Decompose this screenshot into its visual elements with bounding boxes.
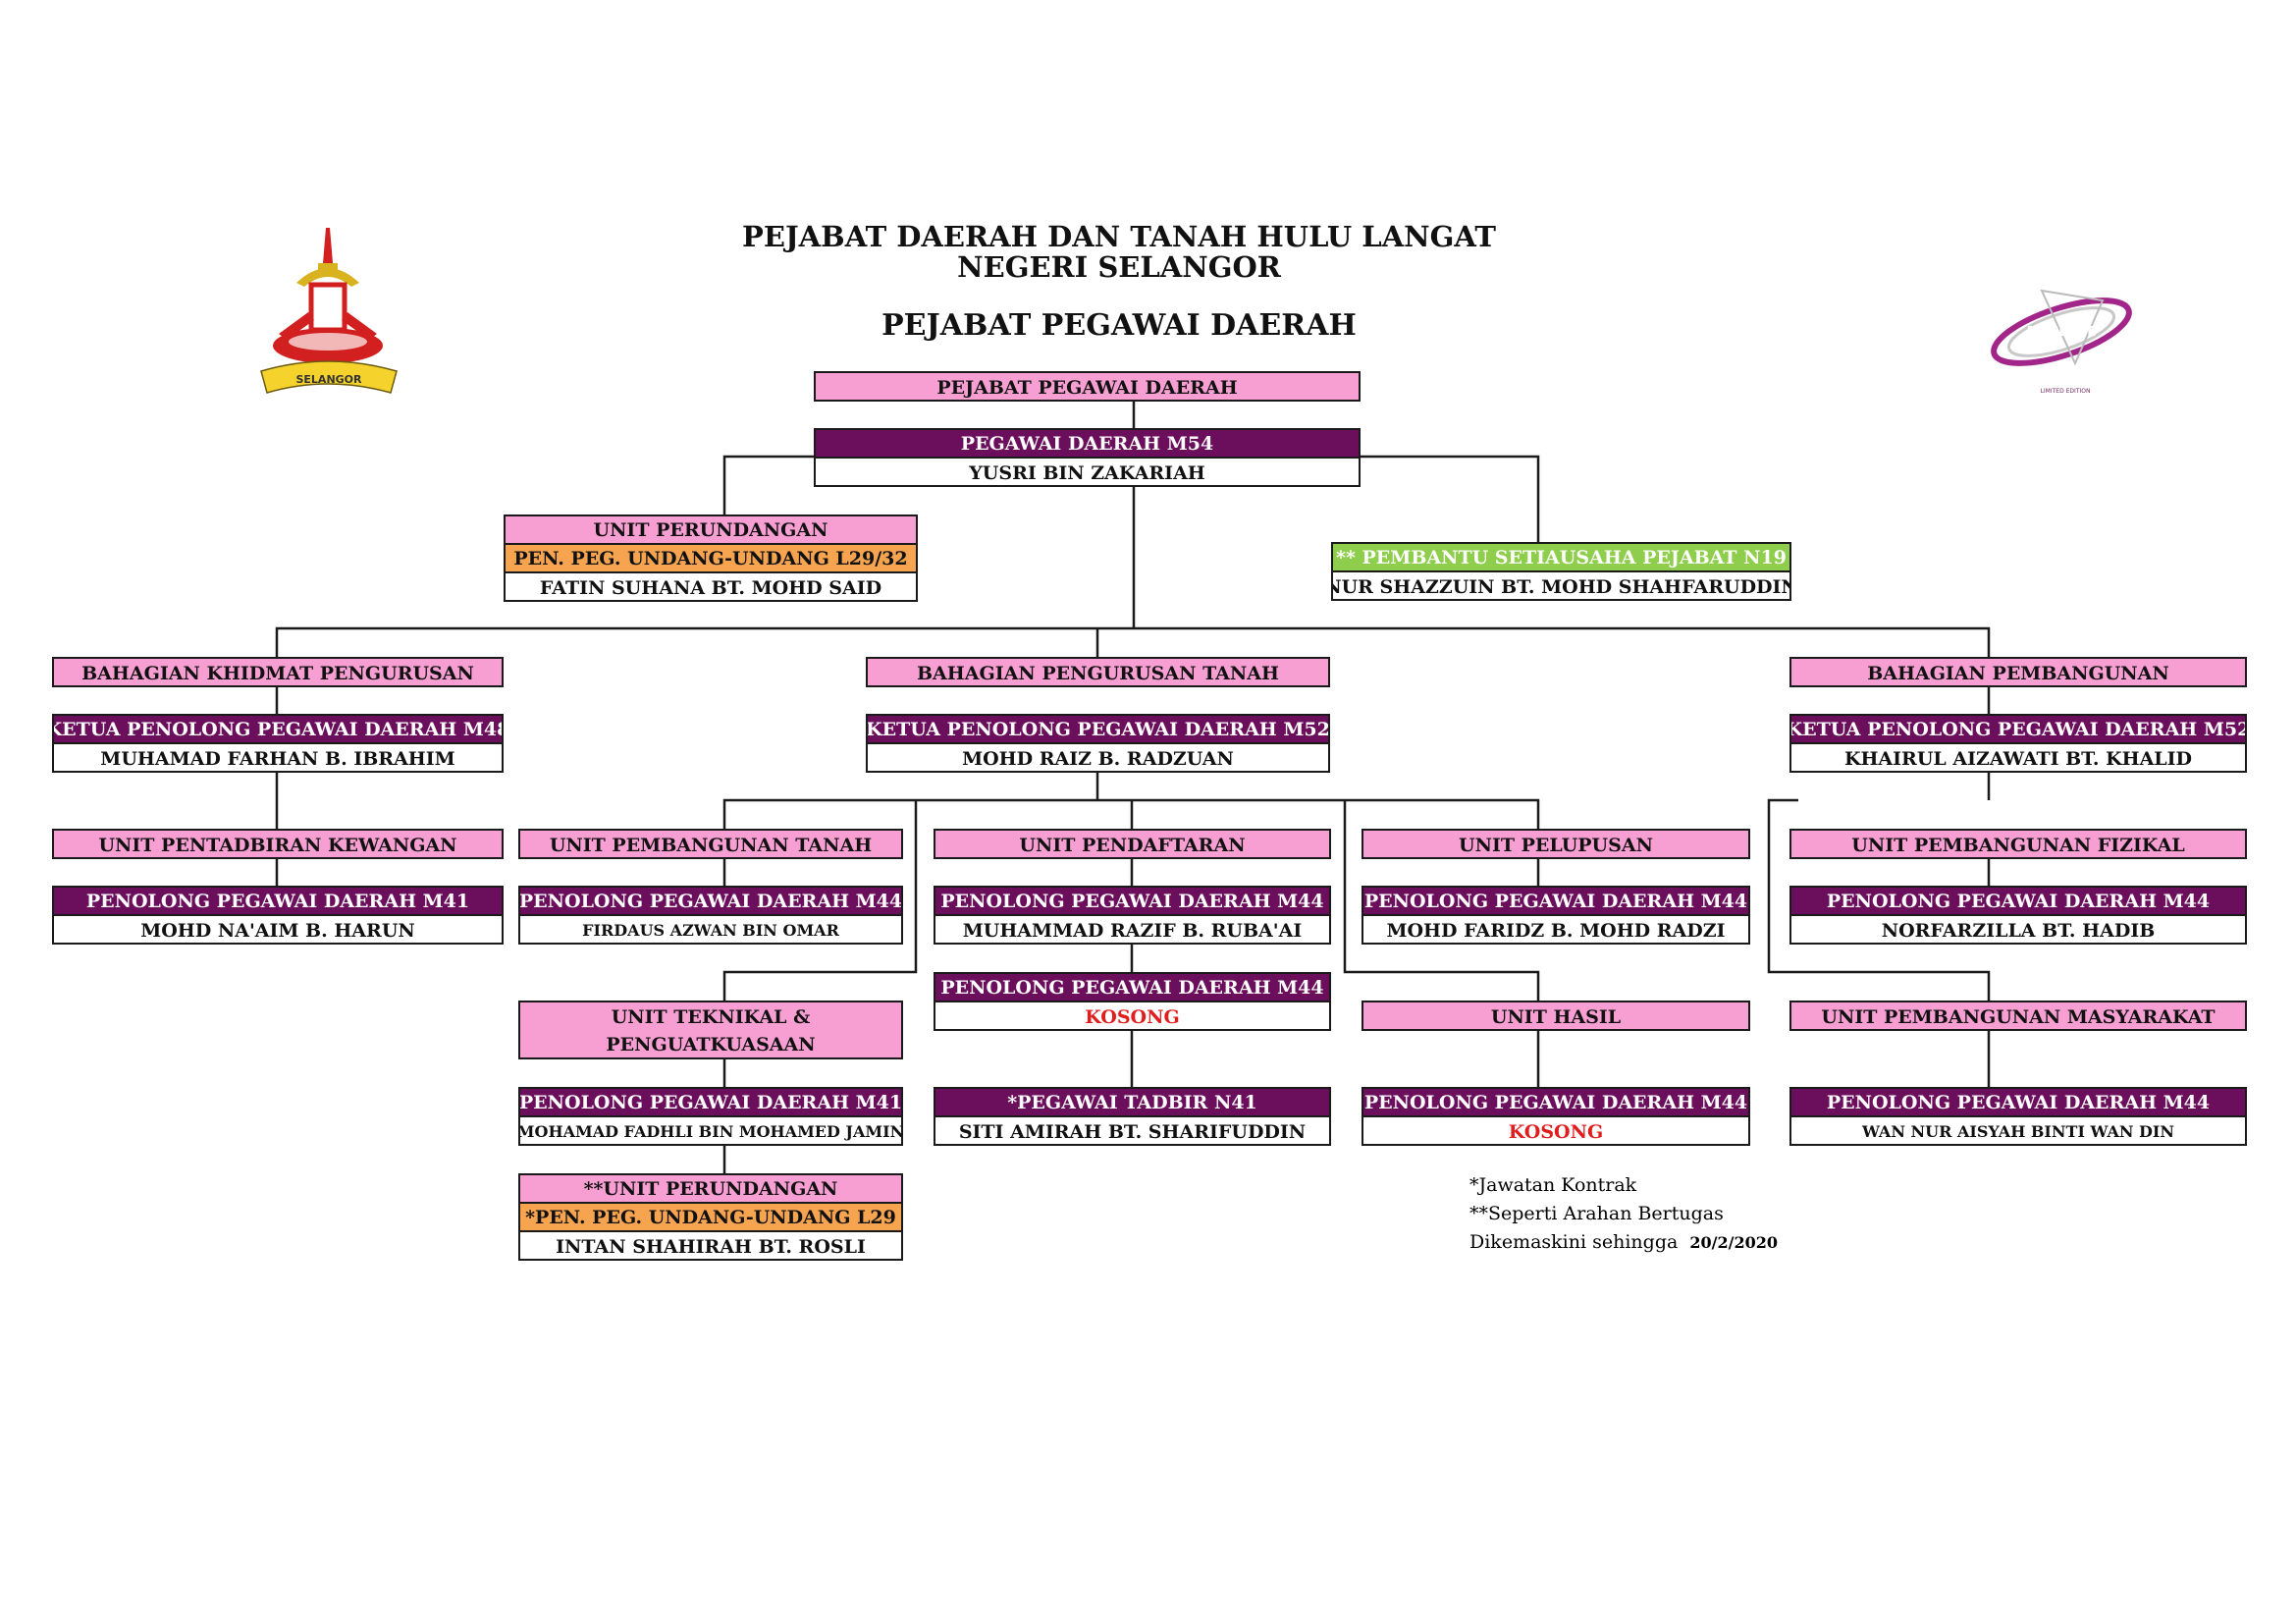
community-development-unit-head-name: WAN NUR AISYAH BINTI WAN DIN [1791,1117,2245,1144]
registration-vacant-name: KOSONG [935,1002,1329,1029]
finance-unit-head-title: PENOLONG PEGAWAI DAERAH M41 [54,888,502,916]
disposal-unit-head-name: MOHD FARIDZ B. MOHD RADZI [1363,916,1748,943]
technical-enforcement-unit-box: UNIT TEKNIKAL & PENGUATKUASAAN [518,1001,903,1059]
land-development-unit-box: UNIT PEMBANGUNAN TANAH [518,829,903,859]
disposal-unit-head-title: PENOLONG PEGAWAI DAERAH M44 [1363,888,1748,916]
section-title: PEJABAT PEGAWAI DAERAH [881,308,1357,343]
land-development-unit-head-title: PENOLONG PEGAWAI DAERAH M44 [520,888,901,916]
development-division-head-box: KETUA PENOLONG PEGAWAI DAERAH M52 KHAIRU… [1789,714,2247,773]
community-development-unit-head-box: PENOLONG PEGAWAI DAERAH M44 WAN NUR AISY… [1789,1087,2247,1146]
legal-unit-2-box: **UNIT PERUNDANGAN *PEN. PEG. UNDANG-UND… [518,1173,903,1261]
office-secretary-name: NUR SHAZZUIN BT. MOHD SHAHFARUDDIN [1333,572,1789,599]
revenue-unit-head-title: PENOLONG PEGAWAI DAERAH M44 [1363,1089,1748,1117]
note-updated-date: 20/2/2020 [1689,1233,1778,1252]
finance-unit-label: UNIT PENTADBIRAN KEWANGAN [54,831,502,857]
selangor-logo-text: SELANGOR [295,373,362,386]
finance-unit-head-name: MOHD NA'AIM B. HARUN [54,916,502,943]
district-office-box: PEJABAT PEGAWAI DAERAH [814,371,1361,402]
registration-unit-label: UNIT PENDAFTARAN [935,831,1329,857]
management-division-head-title: KETUA PENOLONG PEGAWAI DAERAH M48 [54,716,502,744]
development-division-label: BAHAGIAN PEMBANGUNAN [1791,659,2245,685]
management-division-box: BAHAGIAN KHIDMAT PENGURUSAN [52,657,504,687]
revenue-unit-head-name: KOSONG [1363,1117,1748,1144]
technical-enforcement-unit-head-name: MOHAMAD FADHLI BIN MOHAMED JAMIN [520,1117,901,1144]
community-development-unit-box: UNIT PEMBANGUNAN MASYARAKAT [1789,1001,2247,1031]
district-officer-name: YUSRI BIN ZAKARIAH [816,459,1359,485]
legal-unit-box: UNIT PERUNDANGAN PEN. PEG. UNDANG-UNDANG… [504,514,918,602]
physical-development-unit-head-title: PENOLONG PEGAWAI DAERAH M44 [1791,888,2245,916]
chart-notes: *Jawatan Kontrak **Seperti Arahan Bertug… [1469,1171,1778,1257]
disposal-unit-label: UNIT PELUPUSAN [1363,831,1748,857]
revenue-unit-head-box: PENOLONG PEGAWAI DAERAH M44 KOSONG [1362,1087,1750,1146]
selangor-crest-logo: SELANGOR [257,224,404,401]
registration-unit-head-name: MUHAMMAD RAZIF B. RUBA'AI [935,916,1329,943]
development-division-box: BAHAGIAN PEMBANGUNAN [1789,657,2247,687]
technical-enforcement-unit-label: UNIT TEKNIKAL & PENGUATKUASAAN [520,1002,901,1057]
land-division-head-title: KETUA PENOLONG PEGAWAI DAERAH M52 [868,716,1328,744]
demesne-logo-subtext: LIMITED EDITION [2041,388,2091,395]
demesne-logo-text: DEMESNE [2027,325,2097,340]
revenue-unit-box: UNIT HASIL [1362,1001,1750,1031]
land-division-box: BAHAGIAN PENGURUSAN TANAH [866,657,1330,687]
registration-unit-head-box: PENOLONG PEGAWAI DAERAH M44 MUHAMMAD RAZ… [934,886,1331,945]
page-title: PEJABAT DAERAH DAN TANAH HULU LANGAT [742,220,1496,253]
physical-development-unit-label: UNIT PEMBANGUNAN FIZIKAL [1791,831,2245,857]
legal-unit-title: PEN. PEG. UNDANG-UNDANG L29/32 [506,545,916,573]
technical-enforcement-unit-head-title: PENOLONG PEGAWAI DAERAH M41 [520,1089,901,1117]
demesne-logo: DEMESNE LIMITED EDITION [1983,281,2140,399]
land-development-unit-head-box: PENOLONG PEGAWAI DAERAH M44 FIRDAUS AZWA… [518,886,903,945]
finance-unit-head-box: PENOLONG PEGAWAI DAERAH M41 MOHD NA'AIM … [52,886,504,945]
note-contract: *Jawatan Kontrak [1469,1174,1637,1196]
office-secretary-title: ** PEMBANTU SETIAUSAHA PEJABAT N19 [1333,544,1789,572]
district-officer-title: PEGAWAI DAERAH M54 [816,430,1359,459]
community-development-unit-head-title: PENOLONG PEGAWAI DAERAH M44 [1791,1089,2245,1117]
note-directive: **Seperti Arahan Bertugas [1469,1203,1724,1224]
technical-enforcement-unit-head-box: PENOLONG PEGAWAI DAERAH M41 MOHAMAD FADH… [518,1087,903,1146]
note-updated: Dikemaskini sehingga 20/2/2020 [1469,1228,1778,1257]
disposal-unit-head-box: PENOLONG PEGAWAI DAERAH M44 MOHD FARIDZ … [1362,886,1750,945]
page-subtitle: NEGERI SELANGOR [957,250,1281,284]
legal-unit-name: FATIN SUHANA BT. MOHD SAID [506,573,916,600]
physical-development-unit-head-name: NORFARZILLA BT. HADIB [1791,916,2245,943]
legal-unit-2-label: **UNIT PERUNDANGAN [520,1175,901,1204]
land-division-head-box: KETUA PENOLONG PEGAWAI DAERAH M52 MOHD R… [866,714,1330,773]
management-division-head-name: MUHAMAD FARHAN B. IBRAHIM [54,744,502,771]
management-division-label: BAHAGIAN KHIDMAT PENGURUSAN [54,659,502,685]
district-office-label: PEJABAT PEGAWAI DAERAH [816,373,1359,400]
registration-vacant-box: PENOLONG PEGAWAI DAERAH M44 KOSONG [934,972,1331,1031]
land-development-unit-head-name: FIRDAUS AZWAN BIN OMAR [520,916,901,943]
community-development-unit-label: UNIT PEMBANGUNAN MASYARAKAT [1791,1002,2245,1029]
management-division-head-box: KETUA PENOLONG PEGAWAI DAERAH M48 MUHAMA… [52,714,504,773]
land-division-label: BAHAGIAN PENGURUSAN TANAH [868,659,1328,685]
disposal-unit-box: UNIT PELUPUSAN [1362,829,1750,859]
legal-unit-label: UNIT PERUNDANGAN [506,516,916,545]
admin-officer-name: SITI AMIRAH BT. SHARIFUDDIN [935,1117,1329,1144]
physical-development-unit-head-box: PENOLONG PEGAWAI DAERAH M44 NORFARZILLA … [1789,886,2247,945]
revenue-unit-label: UNIT HASIL [1363,1002,1748,1029]
admin-officer-title: *PEGAWAI TADBIR N41 [935,1089,1329,1117]
registration-vacant-title: PENOLONG PEGAWAI DAERAH M44 [935,974,1329,1002]
registration-unit-box: UNIT PENDAFTARAN [934,829,1331,859]
land-division-head-name: MOHD RAIZ B. RADZUAN [868,744,1328,771]
office-secretary-box: ** PEMBANTU SETIAUSAHA PEJABAT N19 NUR S… [1331,542,1791,601]
land-development-unit-label: UNIT PEMBANGUNAN TANAH [520,831,901,857]
note-updated-label: Dikemaskini sehingga [1469,1231,1679,1253]
finance-unit-box: UNIT PENTADBIRAN KEWANGAN [52,829,504,859]
physical-development-unit-box: UNIT PEMBANGUNAN FIZIKAL [1789,829,2247,859]
district-officer-box: PEGAWAI DAERAH M54 YUSRI BIN ZAKARIAH [814,428,1361,487]
development-division-head-title: KETUA PENOLONG PEGAWAI DAERAH M52 [1791,716,2245,744]
admin-officer-box: *PEGAWAI TADBIR N41 SITI AMIRAH BT. SHAR… [934,1087,1331,1146]
registration-unit-head-title: PENOLONG PEGAWAI DAERAH M44 [935,888,1329,916]
development-division-head-name: KHAIRUL AIZAWATI BT. KHALID [1791,744,2245,771]
legal-unit-2-name: INTAN SHAHIRAH BT. ROSLI [520,1232,901,1259]
legal-unit-2-title: *PEN. PEG. UNDANG-UNDANG L29 [520,1204,901,1232]
